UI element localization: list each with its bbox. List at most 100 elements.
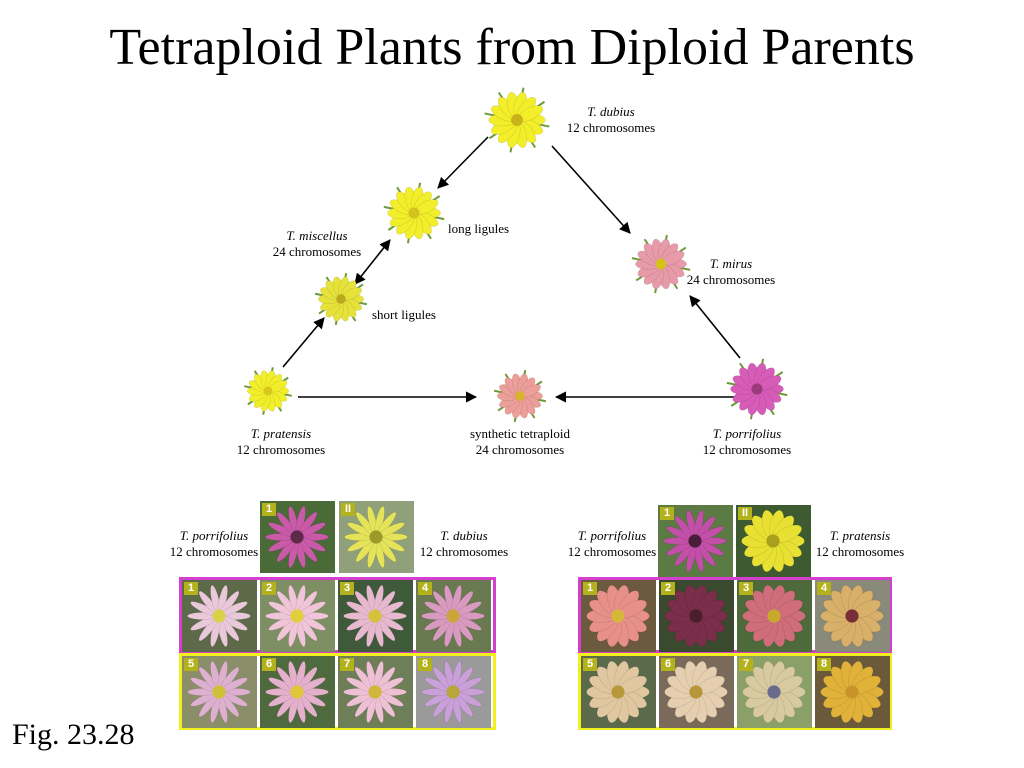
flower-photo (741, 509, 805, 573)
photo-number-badge: 1 (660, 507, 674, 520)
photo-number-badge: 1 (184, 582, 198, 595)
chromosome-count: 24 chromosomes (475, 442, 565, 457)
label-short-ligules: short ligules (372, 307, 436, 322)
flower-photo (742, 660, 806, 724)
slide-title: Tetraploid Plants from Diploid Parents (109, 19, 915, 76)
flower-photo (663, 510, 727, 572)
arrow-pratensis-to-miscellus (282, 317, 325, 368)
flower-photo (742, 584, 806, 648)
left-hybrid-row-frame-yellow (179, 653, 496, 730)
flower-photo (265, 506, 329, 568)
chromosome-count: 12 chromosomes (815, 544, 905, 559)
flower-photo (586, 584, 650, 648)
photo-number-badge: 8 (418, 658, 432, 671)
left-parent-left-label: T. porrifolius 12 chromosomes (166, 528, 262, 560)
flower-photo (343, 585, 407, 647)
flower-photo (664, 660, 728, 724)
left-hybrid-photo-5: 5 (182, 656, 257, 728)
flower-photo (265, 585, 329, 647)
label-dubius: T. dubius 12 chromosomes (556, 104, 666, 136)
photo-number-badge: II (341, 503, 355, 516)
photo-number-badge: 4 (418, 582, 432, 595)
species-name: T. porrifolius (577, 528, 647, 543)
photo-number-badge: 6 (661, 658, 675, 671)
mirus-flower (631, 234, 691, 294)
right-hybrid-photo-8: 8 (815, 656, 890, 728)
arrow-dubius-to-mirus (551, 145, 631, 234)
right-parent-photo-porrifolius: 1 (658, 505, 733, 577)
chromosome-count: 12 chromosomes (702, 442, 792, 457)
species-name: T. pratensis (250, 426, 312, 441)
flower-photo (820, 660, 884, 724)
left-hybrid-photo-6: 6 (260, 656, 335, 728)
left-hybrid-photo-3: 3 (338, 580, 413, 652)
photo-number-badge: 6 (262, 658, 276, 671)
photo-number-badge: 3 (340, 582, 354, 595)
right-hybrid-photo-5: 5 (581, 656, 656, 728)
miscellus-long-flower (383, 182, 445, 244)
flower-photo (820, 584, 884, 648)
hybridization-diagram (244, 87, 788, 423)
photo-number-badge: 8 (817, 658, 831, 671)
right-hybrid-photo-4: 4 (815, 580, 890, 652)
photo-number-badge: 1 (583, 582, 597, 595)
label-miscellus: T. miscellus 24 chromosomes (262, 228, 372, 260)
photo-number-badge: 2 (262, 582, 276, 595)
species-name: T. porrifolius (712, 426, 782, 441)
flower-photo (343, 661, 407, 723)
chromosome-count: 24 chromosomes (272, 244, 362, 259)
species-name: T. porrifolius (179, 528, 249, 543)
photo-number-badge: 7 (340, 658, 354, 671)
left-hybrid-photo-8: 8 (416, 656, 491, 728)
flower-photo (586, 660, 650, 724)
species-name: T. pratensis (829, 528, 891, 543)
right-hybrid-row-frame-magenta (578, 577, 892, 653)
right-hybrid-photo-1: 1 (581, 580, 656, 652)
flower-photo (187, 585, 251, 647)
right-hybrid-photo-3: 3 (737, 580, 812, 652)
right-hybrid-photo-7: 7 (737, 656, 812, 728)
synthetic-tetraploid-flower (493, 369, 547, 423)
label-mirus: T. mirus 24 chromosomes (676, 256, 786, 288)
right-parent-photo-pratensis: II (736, 505, 811, 577)
dubius-flower (484, 87, 550, 153)
chromosome-count: 12 chromosomes (169, 544, 259, 559)
left-parent-photo-porrifolius: 1 (260, 501, 335, 573)
porrifolius-flower (726, 358, 788, 420)
label-synthetic-tetraploid: synthetic tetraploid 24 chromosomes (458, 426, 582, 458)
photo-number-badge: 4 (817, 582, 831, 595)
species-name: T. dubius (587, 104, 635, 119)
photo-number-badge: 5 (184, 658, 198, 671)
left-hybrid-photo-4: 4 (416, 580, 491, 652)
label-pratensis: T. pratensis 12 chromosomes (226, 426, 336, 458)
left-hybrid-row-frame-magenta (179, 577, 496, 653)
photo-number-badge: 2 (661, 582, 675, 595)
flower-photo (265, 661, 329, 723)
species-name: T. dubius (440, 528, 488, 543)
left-parent-right-label: T. dubius 12 chromosomes (416, 528, 512, 560)
arrow-dubius-to-miscellus (437, 136, 489, 189)
right-hybrid-photo-2: 2 (659, 580, 734, 652)
right-parent-left-label: T. porrifolius 12 chromosomes (564, 528, 660, 560)
right-hybrid-row-frame-yellow (578, 653, 892, 730)
right-parent-right-label: T. pratensis 12 chromosomes (812, 528, 908, 560)
chromosome-count: 12 chromosomes (567, 544, 657, 559)
left-hybrid-photo-1: 1 (182, 580, 257, 652)
species-name: T. miscellus (286, 228, 348, 243)
chromosome-count: 12 chromosomes (236, 442, 326, 457)
photo-number-badge: II (738, 507, 752, 520)
photo-number-badge: 3 (739, 582, 753, 595)
miscellus-short-flower (314, 272, 368, 326)
left-hybrid-photo-2: 2 (260, 580, 335, 652)
photo-number-badge: 1 (262, 503, 276, 516)
arrow-miscellus-long-short (354, 239, 391, 285)
right-hybrid-photo-6: 6 (659, 656, 734, 728)
label-porrifolius: T. porrifolius 12 chromosomes (692, 426, 802, 458)
flower-photo (421, 661, 485, 723)
species-name: synthetic tetraploid (469, 426, 570, 441)
figure-label: Fig. 23.28 (12, 718, 135, 751)
chromosome-count: 12 chromosomes (566, 120, 656, 135)
photo-number-badge: 7 (739, 658, 753, 671)
left-hybrid-photo-7: 7 (338, 656, 413, 728)
flower-photo (187, 661, 251, 723)
